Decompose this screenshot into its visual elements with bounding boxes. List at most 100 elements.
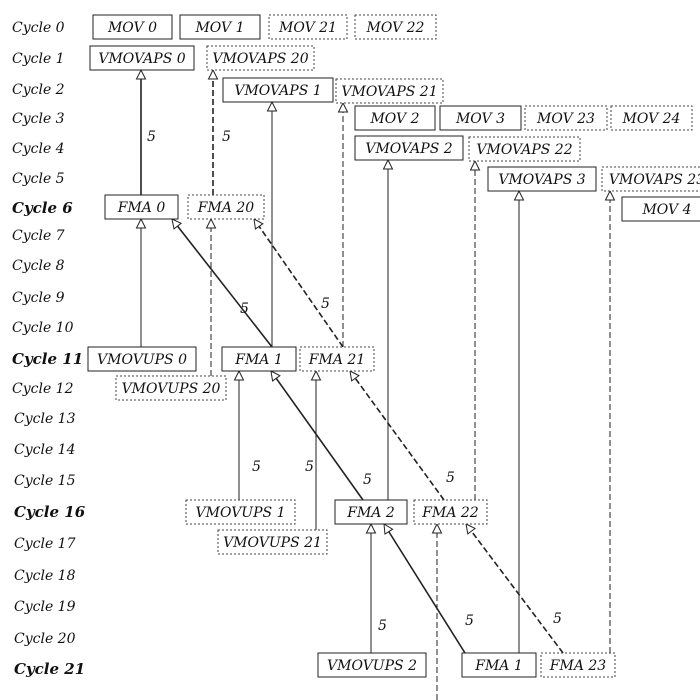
latency-label: 5 [378, 618, 387, 634]
instruction-node: VMOVAPS 21 [335, 78, 444, 104]
instruction-box [621, 196, 700, 222]
instruction-label: VMOVUPS 0 [97, 352, 187, 368]
instruction-label: VMOVAPS 23 [609, 172, 700, 188]
instruction-node: VMOVAPS 0 [89, 45, 195, 71]
cycle-label: Cycle 0 [12, 20, 65, 36]
dependency-edge [388, 531, 466, 654]
instruction-label: MOV 1 [194, 20, 244, 36]
instruction-node: MOV 24 [610, 105, 693, 131]
dependency-edge [275, 377, 364, 501]
cycle-label: Cycle 13 [14, 411, 76, 427]
instruction-node: FMA 2 [334, 499, 408, 525]
instruction-label: VMOVAPS 2 [365, 141, 452, 157]
instruction-label: MOV 23 [536, 111, 595, 127]
arrowhead-icon [270, 370, 281, 382]
instruction-label: VMOVAPS 20 [212, 51, 308, 67]
instruction-box [468, 136, 581, 162]
arrowhead-icon [349, 370, 360, 382]
instruction-label: VMOVAPS 21 [341, 84, 437, 100]
instruction-node: VMOVAPS 3 [487, 166, 597, 192]
instruction-label: VMOVAPS 0 [98, 51, 185, 67]
cycle-label: Cycle 11 [12, 350, 83, 368]
instruction-box [317, 652, 427, 678]
instruction-label: MOV 24 [622, 111, 681, 127]
latency-label: 5 [321, 296, 330, 312]
cycle-label: Cycle 3 [12, 111, 65, 127]
cycle-label: Cycle 7 [12, 228, 65, 244]
instruction-node: VMOVUPS 21 [217, 529, 328, 555]
instruction-label: MOV 0 [107, 20, 157, 36]
instruction-box [185, 499, 296, 525]
instruction-box [354, 105, 436, 131]
arrowhead-icon [310, 369, 322, 381]
instruction-node: MOV 21 [268, 14, 348, 40]
instruction-label: FMA 1 [234, 352, 283, 368]
cycle-label: Cycle 4 [12, 141, 65, 157]
instruction-box [487, 166, 597, 192]
instruction-node: VMOVUPS 2 [317, 652, 427, 678]
arrowhead-icon [513, 189, 525, 201]
instruction-label: FMA 21 [308, 352, 365, 368]
latency-label: 5 [252, 459, 261, 475]
instruction-label: VMOVUPS 20 [122, 381, 221, 397]
latency-label: 5 [363, 472, 372, 488]
instruction-label: FMA 23 [549, 658, 607, 674]
latency-label: 5 [147, 129, 156, 145]
instruction-label: VMOVAPS 1 [234, 83, 321, 99]
instruction-box [354, 14, 437, 40]
instruction-node: MOV 4 [621, 196, 700, 222]
instruction-box [334, 499, 408, 525]
instruction-box [524, 105, 608, 131]
dependency-edge [470, 530, 564, 654]
arrowhead-icon [431, 522, 443, 534]
latency-label: 5 [240, 301, 249, 317]
arrowhead-icon [253, 218, 264, 230]
cycle-label: Cycle 10 [12, 320, 74, 336]
instruction-box [268, 14, 348, 40]
instruction-node: FMA 20 [187, 194, 265, 220]
instruction-box [413, 499, 488, 525]
cycle-label: Cycle 1 [12, 51, 65, 67]
arrowhead-icon [382, 158, 394, 170]
cycle-label: Cycle 6 [12, 199, 73, 217]
instruction-node: FMA 1 [221, 346, 297, 372]
instruction-label: FMA 20 [197, 200, 255, 216]
instruction-node: VMOVAPS 22 [468, 136, 581, 162]
instruction-label: VMOVAPS 22 [476, 142, 572, 158]
dependency-edges [135, 68, 616, 700]
arrowhead-icon [135, 68, 147, 80]
cycle-label: Cycle 14 [14, 442, 76, 458]
instruction-label: MOV 21 [278, 20, 337, 36]
instruction-box [104, 194, 179, 220]
cycle-axis: Cycle 0 Cycle 1 Cycle 2 Cycle 3 Cycle 4 Cycle… [12, 20, 86, 678]
instruction-box [610, 105, 693, 131]
instruction-node: VMOVAPS 20 [206, 45, 315, 71]
instruction-box [540, 652, 616, 678]
instruction-node: FMA 21 [299, 346, 375, 372]
cycle-label: Cycle 2 [12, 82, 65, 98]
instruction-label: VMOVUPS 2 [327, 658, 417, 674]
instruction-node: VMOVAPS 23 [601, 166, 700, 192]
instruction-node: MOV 3 [439, 105, 522, 131]
instruction-node: FMA 0 [104, 194, 179, 220]
instruction-node: VMOVUPS 20 [115, 375, 227, 401]
arrowhead-icon [604, 189, 616, 201]
dependency-edge [176, 225, 273, 348]
instruction-box [439, 105, 522, 131]
instruction-box [217, 529, 328, 555]
instruction-label: MOV 3 [455, 111, 505, 127]
arrowhead-icon [465, 523, 476, 535]
cycle-label: Cycle 9 [12, 290, 65, 306]
instruction-box [179, 14, 261, 40]
cycle-label: Cycle 15 [14, 473, 76, 489]
arrowhead-icon [135, 217, 147, 229]
cycle-label: Cycle 18 [14, 568, 76, 584]
instruction-box [601, 166, 700, 192]
dependency-edge [258, 225, 344, 348]
instruction-label: VMOVAPS 3 [498, 172, 585, 188]
instruction-node: MOV 2 [354, 105, 436, 131]
instruction-node: FMA 23 [540, 652, 616, 678]
